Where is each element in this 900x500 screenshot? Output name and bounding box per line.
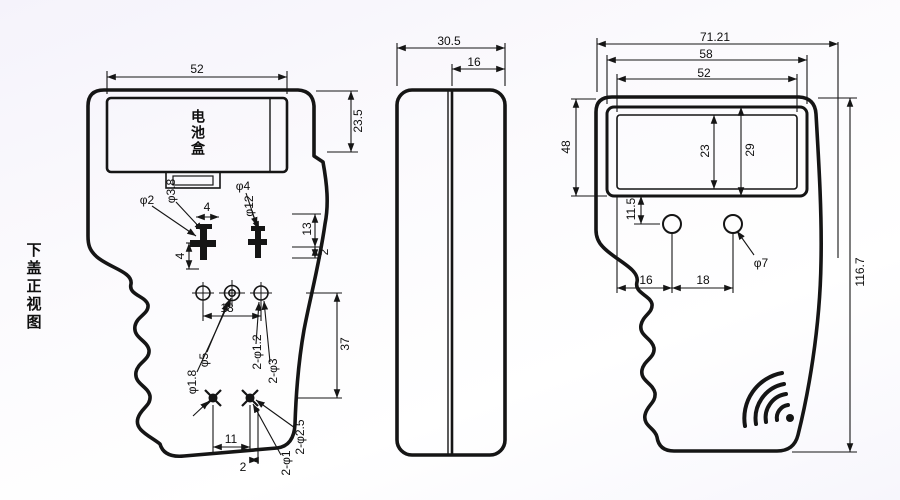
battery-contact-inner xyxy=(172,175,214,186)
dim-52-label: 52 xyxy=(190,62,204,76)
dim-29-label: 29 xyxy=(743,143,757,157)
dim-37-label: 37 xyxy=(338,337,352,351)
dim-phi3-8-label: φ3.8 xyxy=(164,178,178,204)
left-view-outline xyxy=(86,88,329,459)
dim-4-side-label: 4 xyxy=(173,252,187,260)
dim-13-label: 13 xyxy=(300,222,314,236)
battery-box xyxy=(105,96,289,189)
dim-11-5-label: 11.5 xyxy=(624,197,638,221)
dim-2-bottom-label: 2 xyxy=(239,460,247,474)
dim-30-5-label: 30.5 xyxy=(437,34,461,48)
dim-2-phi1-label: 2-φ1 xyxy=(279,450,293,476)
dim-23-5-label: 23.5 xyxy=(351,109,365,133)
dim-2-phi1-2-label: 2-φ1.2 xyxy=(250,334,264,370)
dim-2-mid-label: 2 xyxy=(317,248,331,256)
dim-2-phi3-label: 2-φ3 xyxy=(266,358,280,384)
button-right xyxy=(723,214,743,234)
display-window-inner xyxy=(616,114,798,190)
speaker-icon xyxy=(742,371,794,428)
dim-16-button-label: 16 xyxy=(639,273,653,287)
button-left xyxy=(662,214,682,234)
dim-phi4-label: φ4 xyxy=(235,179,251,193)
side-view xyxy=(395,43,507,457)
right-view xyxy=(571,38,857,453)
dim-phi1-8-label: φ1.8 xyxy=(185,369,199,395)
side-view-outline xyxy=(395,88,507,457)
dim-16-side-label: 16 xyxy=(467,55,481,69)
dim-23-label: 23 xyxy=(698,144,712,158)
dim-48-label: 48 xyxy=(559,140,573,154)
battery-contact-outer xyxy=(165,171,221,189)
dim-52-screen-label: 52 xyxy=(697,66,711,80)
dim-18-label: 18 xyxy=(220,301,234,315)
boss-circles xyxy=(192,280,272,306)
dim-phi2-label: φ2 xyxy=(139,193,155,207)
dim-18-button-label: 18 xyxy=(696,273,710,287)
dim-phi5-label: φ5 xyxy=(197,352,211,368)
dim-phi12-label: φ12 xyxy=(242,195,256,217)
display-window xyxy=(605,105,809,198)
left-view xyxy=(86,71,358,464)
dim-phi7-label: φ7 xyxy=(753,256,769,270)
left-view-dimensions xyxy=(106,71,358,464)
right-view-dimensions xyxy=(571,38,857,453)
dim-71-21-label: 71.21 xyxy=(699,30,731,44)
dim-4-top-label: 4 xyxy=(203,200,211,214)
side-view-dimensions xyxy=(396,43,506,86)
view-title: 下盖正视图 xyxy=(24,242,42,332)
battery-box-label: 电池盒 xyxy=(190,109,206,157)
dim-2-phi2-5-label: 2-φ2.5 xyxy=(293,419,307,455)
dim-11-label: 11 xyxy=(224,432,238,446)
right-view-outline xyxy=(594,95,823,453)
bottom-posts xyxy=(204,389,259,407)
dim-58-label: 58 xyxy=(699,47,713,61)
dim-116-7-label: 116.7 xyxy=(853,257,867,287)
